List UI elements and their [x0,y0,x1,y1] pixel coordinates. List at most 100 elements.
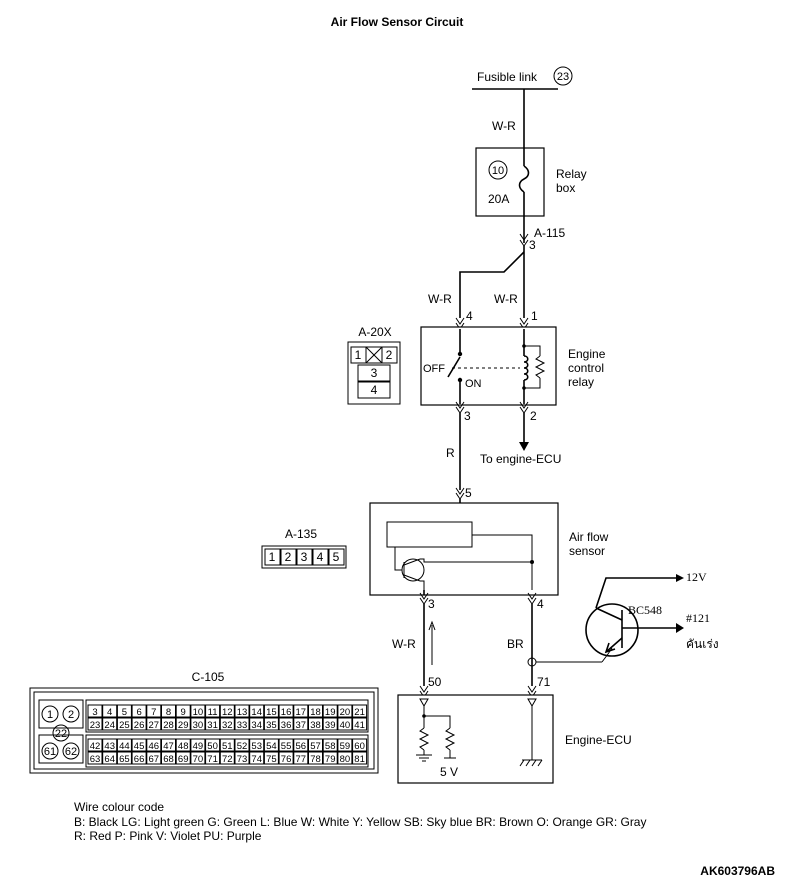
wire-code-line2: R: Red P: Pink V: Violet PU: Purple [74,829,262,843]
relay-pin3-label: 3 [464,409,471,423]
c105-pin-cell [175,717,191,731]
c105-pin-label: 33 [237,720,248,731]
hand-bc548-label: BC548 [628,603,662,617]
c105-pin-cell [219,751,235,765]
c105-pin-cell [293,717,309,731]
c105-pin-cell [116,717,132,731]
c105-pin-label: 31 [207,720,218,731]
c105-pin-cell [352,751,368,765]
c105-pin-label: 6 [136,707,141,718]
c105-pin-cell [263,738,279,752]
c105-pin-cell [175,751,191,765]
c105-pin-label: 70 [193,754,204,765]
sensor-pin4-label: 4 [537,597,544,611]
c105-pin-label: 46 [149,741,160,752]
relay-off-label: OFF [423,363,445,375]
c105-pin-label: 44 [119,741,130,752]
c105-pin-label: 47 [163,741,174,752]
c105-pin-label: 58 [325,741,336,752]
c105-pin-label: 18 [310,707,321,718]
c105-pin-label: 17 [296,707,307,718]
c105-pin-cell [293,751,309,765]
fusible-link-number: 23 [557,71,569,83]
c105-pin-label: 49 [193,741,204,752]
c105-pin-cell [337,738,353,752]
c105-pin-label: 59 [340,741,351,752]
a135-pin-3: 3 [301,550,308,564]
c105-pin-cell [322,751,338,765]
c105-pin-label: 38 [310,720,321,731]
ecu-resistor-2 [444,727,456,751]
wire-to-relay-pin4 [459,251,525,318]
a135-pin-4: 4 [317,550,324,564]
c105-pin-cell [161,751,176,765]
c105-pin-cell [190,751,206,765]
wire-label-fusible: W-R [492,119,516,133]
wire-label-pin1: W-R [494,292,518,306]
wire-to-12v [595,577,676,609]
c105-pin-cell [278,738,294,752]
c105-pin-cell [219,704,235,718]
a135-pin-1: 1 [269,550,276,564]
c105-pin-label: 27 [149,720,160,731]
c105-pin-cell [219,717,235,731]
c105-pin-label: 56 [296,741,307,752]
a135-housing [261,545,347,569]
c105-pin-cell [102,738,118,752]
c105-pin-label: 26 [134,720,145,731]
c105-pin-cell [116,704,132,718]
c105-pin-cell [234,717,250,731]
c105-pin-cell [146,704,162,718]
a20x-pin-2: 2 [386,348,393,362]
c105-pin-label: 43 [104,741,115,752]
fuse-rating: 20A [488,192,509,206]
c105-pin-label: 65 [119,754,130,765]
a135-pin-2: 2 [285,550,292,564]
c105-housing-inner [33,691,375,770]
c105-pin-label: 75 [266,754,277,765]
engine-control-relay-box [420,326,557,406]
c105-pin-cell [234,738,250,752]
a135-pin-5: 5 [333,550,340,564]
c105-pin-label: 73 [237,754,248,765]
c105-pin-label: 53 [251,741,262,752]
c105-pin-2: 2 [68,709,74,721]
c105-pin-label: 25 [119,720,130,731]
c105-pin-cell [161,717,176,731]
engine-ecu-label: Engine-ECU [565,733,632,747]
c105-pin-label: 8 [166,707,171,718]
c105-pin-label: 15 [266,707,277,718]
fuse-number-circle [488,160,508,180]
c105-pin-cell [116,738,132,752]
c105-pin-label: 4 [107,707,112,718]
figure-id: AK603796AB [700,864,775,878]
hand-12v-label: 12V [686,570,707,584]
fuse-number: 10 [492,165,504,177]
c105-pin-label: 14 [251,707,262,718]
c105-pin-cell [322,738,338,752]
c105-pin-61: 61 [44,746,56,758]
ecu-5v-label: 5 V [440,765,458,779]
diagram-title: Air Flow Sensor Circuit [331,15,464,29]
c105-pin-label: 28 [163,720,174,731]
relay-resistor [534,355,546,379]
relay-on-label: ON [465,378,482,390]
c105-pin-cell [352,704,368,718]
c105-pin-cell [249,751,265,765]
to-engine-ecu-label: To engine-ECU [480,452,561,466]
wire-label-r: R [446,446,455,460]
c105-pin-cell [308,717,323,731]
c105-pin-label: 23 [90,720,101,731]
c105-pin-cell [87,751,103,765]
c105-pin-label: 5 [122,707,127,718]
c105-pin-label: 55 [281,741,292,752]
c105-pin-cell [131,751,147,765]
c105-pin-label: 80 [340,754,351,765]
c105-pin-label: 35 [266,720,277,731]
c105-pin-cell [131,704,147,718]
c105-label: C-105 [192,670,225,684]
c105-pin-cell [293,738,309,752]
c105-pin-cell [175,738,191,752]
c105-pin-label: 9 [181,707,186,718]
a20x-housing [347,341,401,405]
